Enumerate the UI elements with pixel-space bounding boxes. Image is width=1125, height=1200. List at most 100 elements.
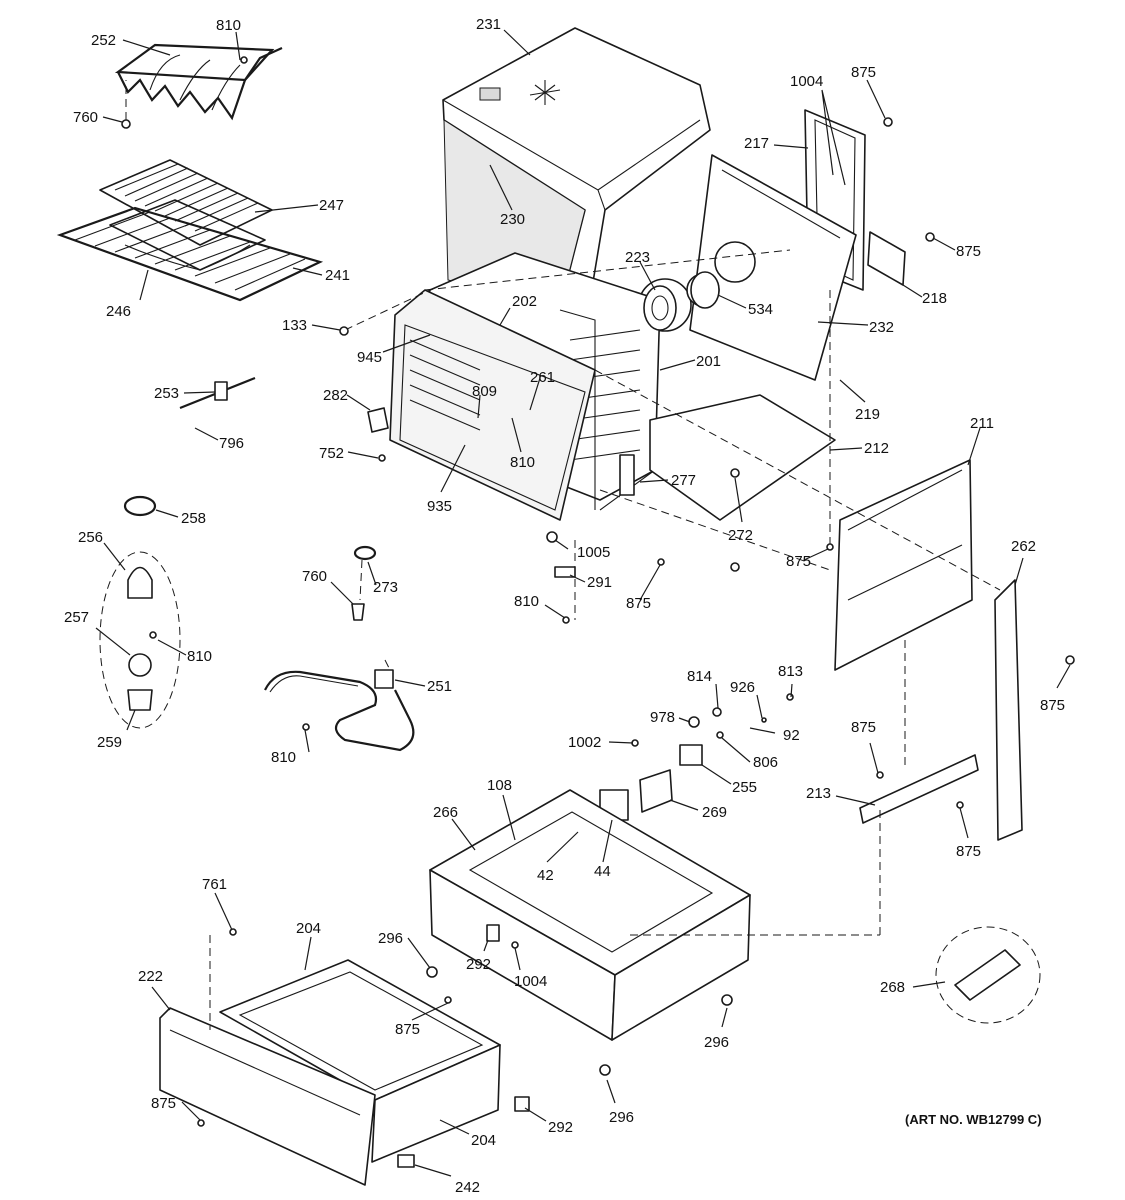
- callout-760: 760: [73, 109, 98, 126]
- callout-760: 760: [302, 568, 327, 585]
- callout-222: 222: [138, 968, 163, 985]
- callout-761: 761: [202, 876, 227, 893]
- callout-202: 202: [512, 293, 537, 310]
- outer-wrapper-231: [442, 27, 711, 309]
- callout-266: 266: [433, 804, 458, 821]
- callout-261: 261: [530, 369, 555, 386]
- callout-810: 810: [271, 749, 296, 766]
- callout-133: 133: [282, 317, 307, 334]
- callout-108: 108: [487, 777, 512, 794]
- base-frame-266: [429, 789, 751, 1041]
- callout-256: 256: [78, 529, 103, 546]
- callout-875: 875: [395, 1021, 420, 1038]
- callout-232: 232: [869, 319, 894, 336]
- callout-1002: 1002: [568, 734, 601, 751]
- callout-296: 296: [704, 1034, 729, 1051]
- callout-809: 809: [472, 383, 497, 400]
- callout-218: 218: [922, 290, 947, 307]
- leader-lines: [95, 29, 1071, 1177]
- bake-element-251: [264, 659, 415, 752]
- bracket-218: [867, 231, 906, 286]
- knob-282: [367, 407, 389, 433]
- callout-272: 272: [728, 527, 753, 544]
- callout-219: 219: [855, 406, 880, 423]
- callout-251: 251: [427, 678, 452, 695]
- hinge-detail-268: [935, 926, 1041, 1024]
- bottom-rail-213: [859, 754, 979, 824]
- callout-875: 875: [626, 595, 651, 612]
- callout-813: 813: [778, 663, 803, 680]
- callout-875: 875: [151, 1095, 176, 1112]
- callout-875: 875: [851, 719, 876, 736]
- assembly-guide-lines: [209, 249, 1001, 1030]
- callout-926: 926: [730, 679, 755, 696]
- bracket-269: [639, 769, 673, 813]
- callout-806: 806: [753, 754, 778, 771]
- callout-268: 268: [880, 979, 905, 996]
- callout-796: 796: [219, 435, 244, 452]
- callout-252: 252: [91, 32, 116, 49]
- callout-231: 231: [476, 16, 501, 33]
- callout-534: 534: [748, 301, 773, 318]
- broil-element-252: [114, 43, 283, 129]
- callout-296: 296: [378, 930, 403, 947]
- drawer-front-222: [159, 1007, 376, 1186]
- callout-246: 246: [106, 303, 131, 320]
- oven-bottom-212: [649, 394, 836, 521]
- callout-212: 212: [864, 440, 889, 457]
- callout-262: 262: [1011, 538, 1036, 555]
- callout-935: 935: [427, 498, 452, 515]
- oven-front-frame-202: [389, 289, 596, 521]
- oven-rack-241: [56, 206, 324, 302]
- callout-1004: 1004: [514, 973, 547, 990]
- callout-201: 201: [696, 353, 721, 370]
- callout-875: 875: [786, 553, 811, 570]
- callout-92: 92: [783, 727, 800, 744]
- broil-pan-246: [109, 199, 266, 271]
- callout-291: 291: [587, 574, 612, 591]
- callout-42: 42: [537, 867, 554, 884]
- callout-875: 875: [1040, 697, 1065, 714]
- callout-labels: 252 810 760 231 1004 875 217 247 230 875…: [64, 16, 1065, 1196]
- callout-875: 875: [956, 843, 981, 860]
- callout-253: 253: [154, 385, 179, 402]
- callout-875: 875: [851, 64, 876, 81]
- callout-259: 259: [97, 734, 122, 751]
- callout-204: 204: [296, 920, 321, 937]
- callout-945: 945: [357, 349, 382, 366]
- callout-273: 273: [373, 579, 398, 596]
- callout-217: 217: [744, 135, 769, 152]
- callout-292: 292: [466, 956, 491, 973]
- gasket-258: [123, 495, 157, 517]
- callout-44: 44: [594, 863, 611, 880]
- callout-810: 810: [514, 593, 539, 610]
- side-trim-262: [994, 579, 1023, 841]
- callout-230: 230: [500, 211, 525, 228]
- callout-1005: 1005: [577, 544, 610, 561]
- drawer-204: [219, 959, 501, 1163]
- callout-211: 211: [970, 415, 994, 432]
- fan-shroud-534: [690, 271, 720, 309]
- callout-258: 258: [181, 510, 206, 527]
- callout-241: 241: [325, 267, 350, 284]
- callout-296: 296: [609, 1109, 634, 1126]
- callout-1004: 1004: [790, 73, 823, 90]
- callout-810: 810: [216, 17, 241, 34]
- callout-257: 257: [64, 609, 89, 626]
- callout-292: 292: [548, 1119, 573, 1136]
- callout-213: 213: [806, 785, 831, 802]
- callout-752: 752: [319, 445, 344, 462]
- callout-814: 814: [687, 668, 712, 685]
- fasteners: [197, 117, 1075, 1168]
- clip-273: [351, 545, 377, 621]
- light-assembly-256: [99, 551, 181, 729]
- callout-810: 810: [510, 454, 535, 471]
- callout-978: 978: [650, 709, 675, 726]
- callout-204: 204: [471, 1132, 496, 1149]
- switch-255: [679, 744, 703, 766]
- callout-255: 255: [732, 779, 757, 796]
- callout-242: 242: [455, 1179, 480, 1196]
- callout-282: 282: [323, 387, 348, 404]
- callout-269: 269: [702, 804, 727, 821]
